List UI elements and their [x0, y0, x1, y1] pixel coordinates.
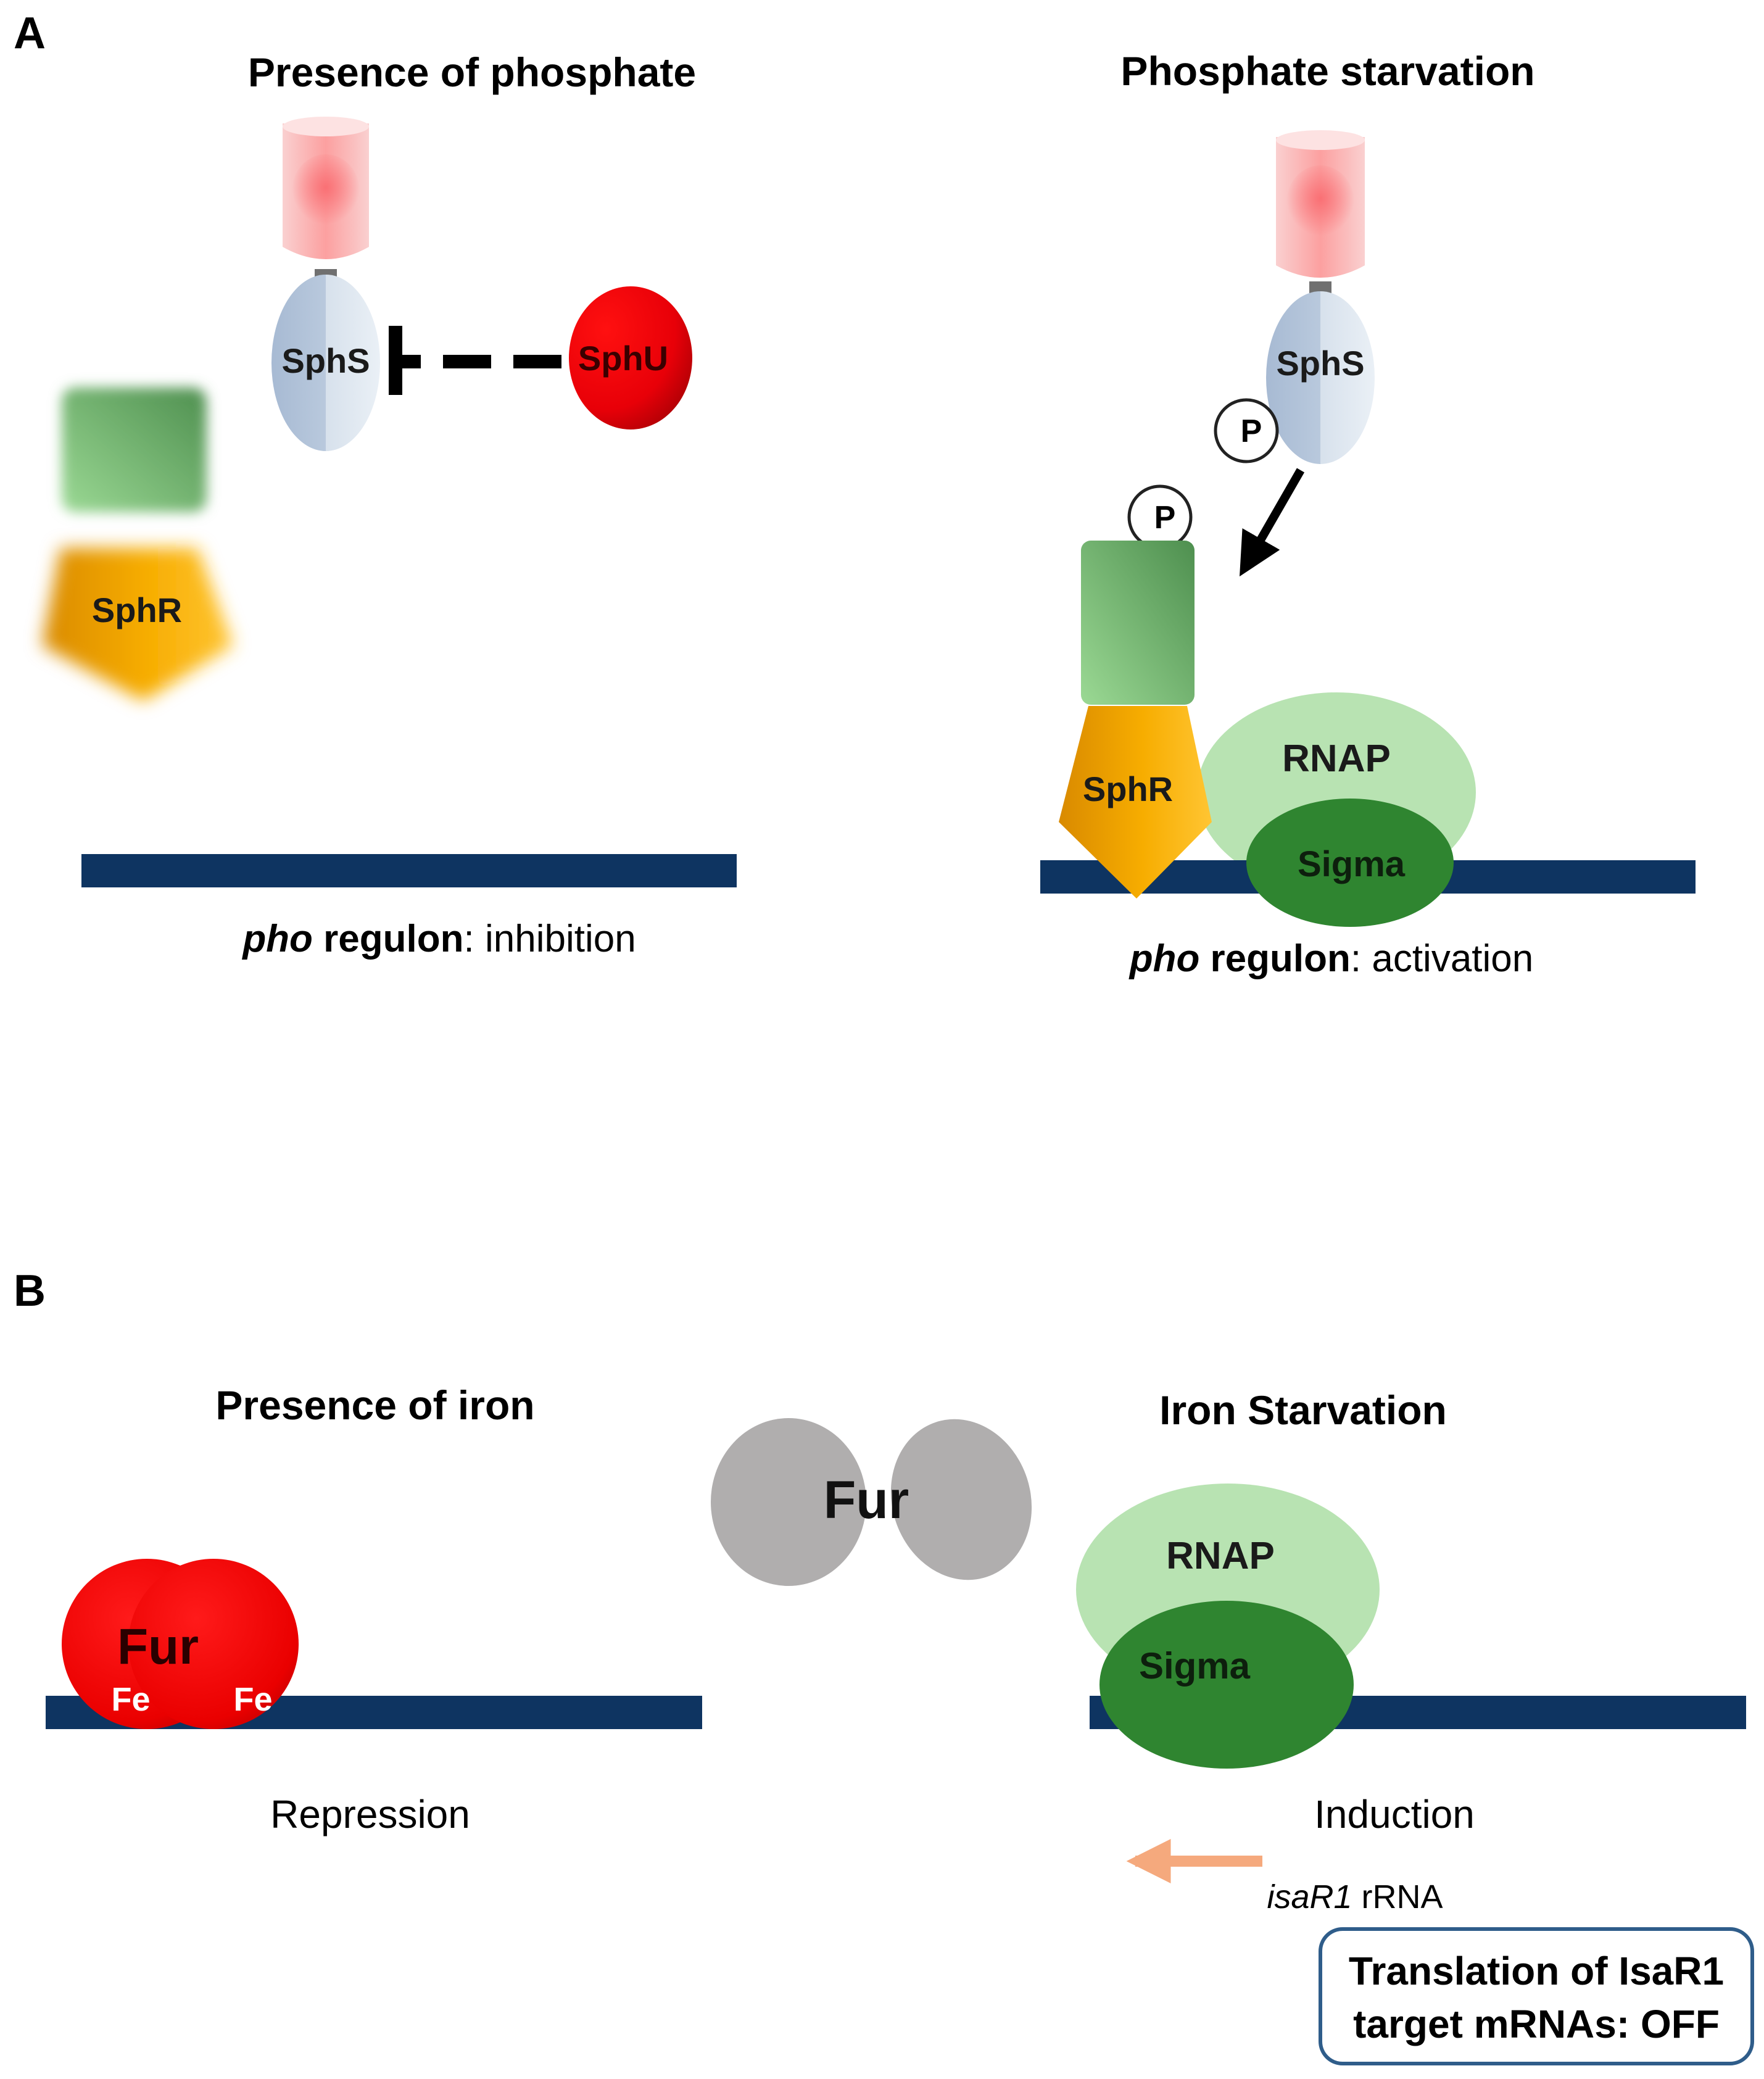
rnap-label-a: RNAP: [1282, 737, 1391, 780]
sphs-label: SphS: [281, 341, 370, 380]
fe-label-2: Fe: [233, 1681, 272, 1718]
sphu-label: SphU: [578, 339, 668, 378]
dna-strand-a-left: [81, 854, 737, 887]
sphr-protein-right: [1059, 706, 1212, 898]
fe-label-1: Fe: [111, 1681, 150, 1718]
phosphotransfer-arrow: [1240, 468, 1305, 577]
regulon-bold: regulon: [313, 918, 464, 960]
phosphate-badge-sphs-label: P: [1241, 413, 1262, 449]
panel-b-middle: Fur: [711, 1418, 1032, 1586]
sphr-label-left: SphR: [92, 591, 182, 629]
sphs-label-right: SphS: [1276, 344, 1364, 383]
iron-presence-title: Presence of iron: [215, 1382, 534, 1428]
isar1-transcript-label: isaR1 rRNA: [1267, 1878, 1443, 1915]
sphr-label-right: SphR: [1083, 770, 1173, 808]
sigma-factor-a: [1246, 799, 1454, 927]
repression-caption: Repression: [270, 1792, 470, 1836]
sphu-protein: [569, 286, 692, 429]
sphs-sensor-domain: [283, 117, 369, 259]
phosphate-starvation-title: Phosphate starvation: [1120, 48, 1534, 94]
induction-caption: Induction: [1314, 1792, 1475, 1836]
pho-italic: pho: [241, 918, 313, 960]
pho-inhibition-caption: pho regulon: inhibition: [241, 918, 636, 960]
translation-status-box: [1319, 1927, 1754, 2065]
sphr-receiver-domain: [1081, 541, 1195, 705]
panel-a-right: Phosphate starvation SphS P P RNAP SphR …: [1040, 48, 1696, 980]
sphs-protein-right: [1266, 291, 1375, 464]
fur-iron-dimer: [62, 1559, 299, 1729]
sphu-inhibition-line: [389, 326, 561, 395]
isar1-italic: isaR1: [1267, 1878, 1352, 1915]
panel-a-letter: A: [14, 9, 46, 58]
fur-label-free: Fur: [824, 1471, 909, 1530]
panel-b-left: Presence of iron Fur Fe Fe Repression: [46, 1382, 702, 1836]
inhibition-text: : inhibition: [464, 918, 636, 960]
phosphate-badge-sphr-label: P: [1154, 500, 1176, 536]
panel-a-left: Presence of phosphate SphS SphU SphR pho…: [42, 49, 737, 960]
iron-starvation-title: Iron Starvation: [1159, 1387, 1447, 1433]
activation-text: : activation: [1351, 937, 1533, 980]
fur-label-bound: Fur: [117, 1619, 199, 1675]
regulon-bold-right: regulon: [1199, 937, 1351, 980]
sigma-label-b: Sigma: [1139, 1645, 1251, 1687]
fur-free-monomer-right: [890, 1419, 1032, 1580]
sphs-protein: [271, 275, 380, 451]
rrna-text: rRNA: [1352, 1878, 1443, 1915]
sigma-label-a: Sigma: [1298, 844, 1406, 884]
translation-box-line1: Translation of IsaR1: [1349, 1949, 1724, 1993]
panel-b-right: Iron Starvation RNAP Sigma Induction isa…: [1076, 1387, 1754, 2065]
panel-b-letter: B: [14, 1266, 46, 1316]
phosphate-presence-title: Presence of phosphate: [248, 49, 696, 95]
pho-activation-caption: pho regulon: activation: [1128, 937, 1534, 980]
sphr-receiver-domain-blurred: [62, 388, 207, 512]
sphr-protein-blurred: [42, 548, 233, 701]
translation-box-line2: target mRNAs: OFF: [1353, 2002, 1720, 2046]
fur-free-monomer-left: [711, 1418, 866, 1586]
pho-italic-right: pho: [1128, 937, 1200, 980]
phosphate-badge-sphs: [1214, 398, 1279, 463]
rnap-label-b: RNAP: [1166, 1535, 1275, 1577]
sigma-factor-b: [1099, 1601, 1354, 1769]
sphs-sensor-domain-right: [1276, 130, 1365, 278]
